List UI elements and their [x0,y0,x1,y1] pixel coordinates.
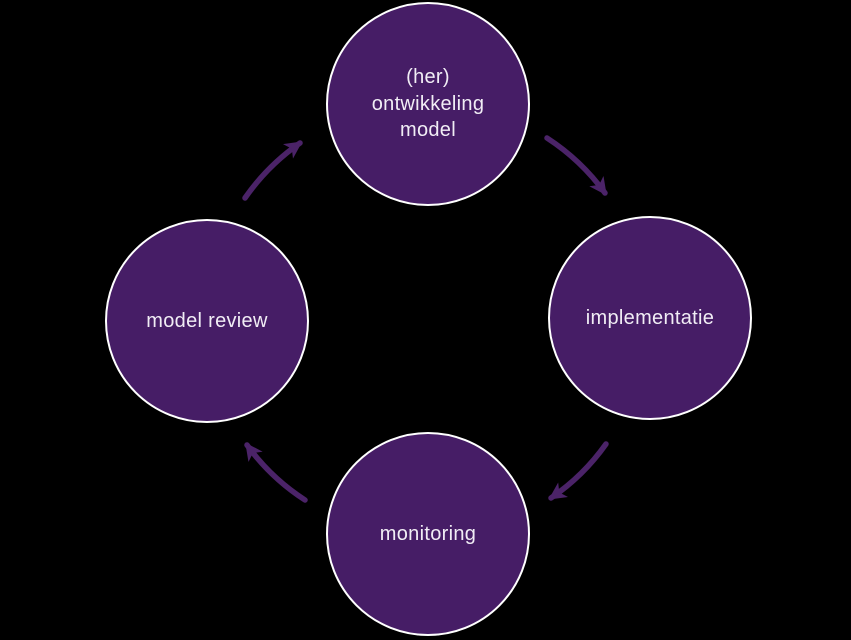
arrow-model-review-to-development [242,140,303,201]
node-implementation-label: implementatie [585,306,715,329]
node-development-label: (her) ontwikkeling model [371,66,485,142]
arrow-monitoring-to-model-review [244,442,308,503]
arrow-development-to-implementation [544,135,608,196]
node-model-review-label: model review [146,309,268,332]
node-monitoring: monitoring [326,432,530,636]
node-implementation: implementatie [548,216,752,420]
node-model-review: model review [105,219,309,423]
node-monitoring-label: monitoring [379,522,477,545]
node-development: (her) ontwikkeling model [326,2,530,206]
arrow-implementation-to-monitoring [548,441,609,501]
